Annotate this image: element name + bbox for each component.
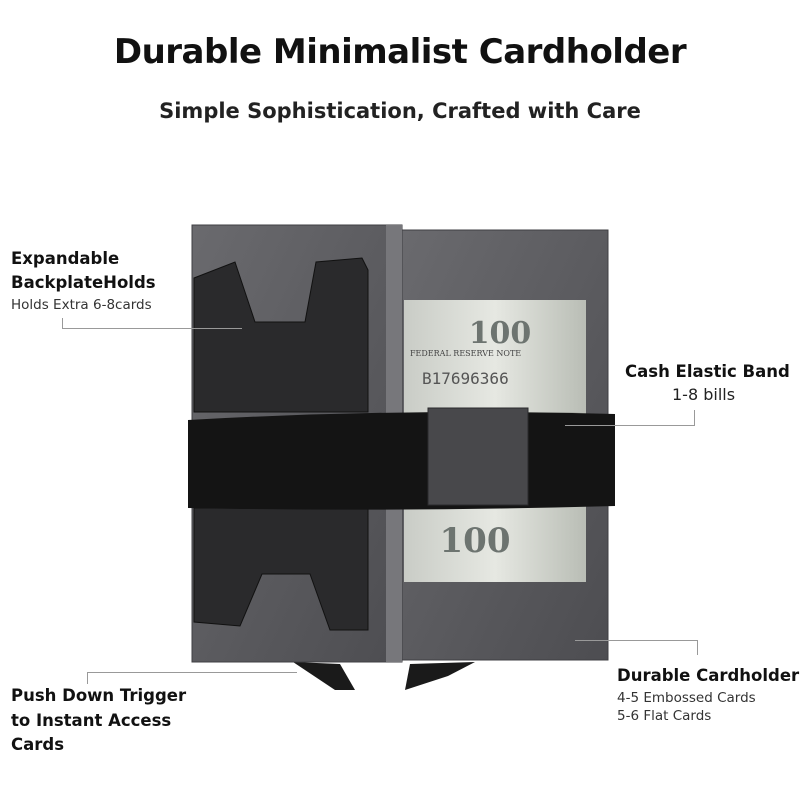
banknote-header: FEDERAL RESERVE NOTE (410, 349, 521, 358)
cardholder-detail2: 5-6 Flat Cards (617, 708, 712, 724)
backplate-leader-tick (62, 318, 63, 328)
backplate-detail: Holds Extra 6-8cards (11, 297, 152, 313)
elastic-band (188, 412, 615, 510)
backplate-title-line2: BackplateHolds (11, 273, 156, 292)
trigger-line2: to Instant Access (11, 711, 172, 730)
cardholder-detail1: 4-5 Embossed Cards (617, 690, 756, 706)
card-clip-bottom (193, 507, 369, 631)
backplate-leader-line (62, 328, 242, 329)
banknote-denomination-bottom: 100 (440, 521, 511, 561)
trigger-line1: Push Down Trigger (11, 686, 187, 705)
cash-band-detail: 1-8 bills (672, 385, 736, 404)
banknote-serial: B17696366 (422, 369, 509, 388)
trigger-leader-line (87, 672, 297, 673)
cardholder-leader-line (575, 640, 698, 641)
cardholder-title: Durable Cardholder (617, 666, 800, 685)
card-clip-top (193, 257, 369, 413)
page-subtitle: Simple Sophistication, Crafted with Care (159, 99, 641, 123)
trigger-leader-tick (87, 672, 88, 684)
cash-band-leader-line (565, 425, 695, 426)
band-slider (427, 407, 529, 506)
trigger-left (293, 662, 355, 690)
cash-band-title: Cash Elastic Band (625, 362, 790, 381)
banknote-denomination-top: 100 (469, 316, 532, 351)
trigger-line3: Cards (11, 735, 65, 754)
trigger-right (405, 662, 475, 690)
cash-band-leader-tick (694, 410, 695, 425)
page-title: Durable Minimalist Cardholder (113, 32, 687, 72)
backplate-title-line1: Expandable (11, 249, 120, 268)
cardholder-leader-tick (697, 640, 698, 655)
